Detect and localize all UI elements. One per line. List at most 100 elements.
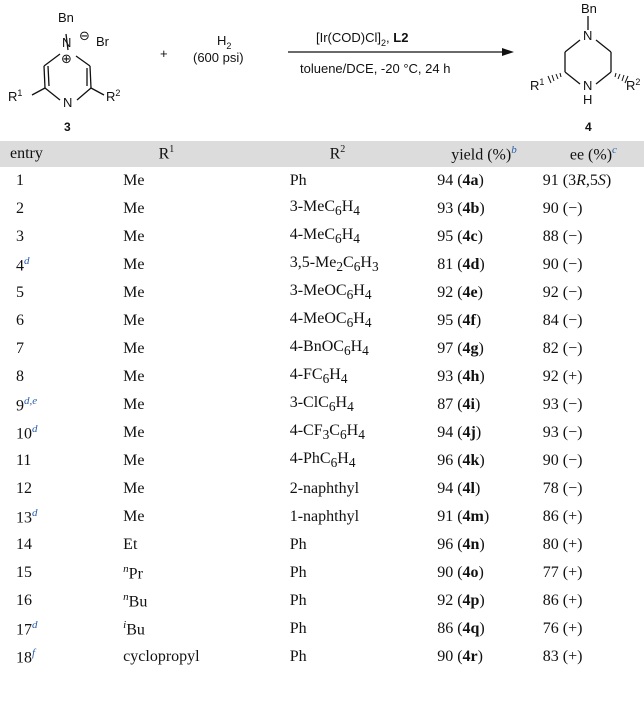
cell-r2: 4-BnOC6H4 xyxy=(289,338,369,359)
cell-entry: 3 xyxy=(16,228,24,245)
cell-yield: 95 (4f) xyxy=(437,312,482,329)
cell-entry: 1 xyxy=(16,172,24,189)
cell-r2: 3-MeC6H4 xyxy=(289,198,360,219)
cell-yield: 91 (4m) xyxy=(437,508,490,525)
pressure-label: (600 psi) xyxy=(193,50,244,65)
cell-yield: 92 (4e) xyxy=(437,284,483,301)
header-entry: entry xyxy=(10,145,43,162)
cell-ee: 80 (+) xyxy=(542,536,583,553)
cell-ee: 86 (+) xyxy=(542,592,583,609)
cell-ee: 92 (+) xyxy=(542,368,583,385)
product-label: 4 xyxy=(585,120,592,134)
cell-r1: Me xyxy=(123,368,145,385)
cell-r2: Ph xyxy=(289,564,307,581)
cell-entry: 6 xyxy=(16,312,24,329)
r1-substituent: R1 xyxy=(8,88,22,104)
cell-ee: 90 (−) xyxy=(542,256,583,273)
cell-r1: Me xyxy=(123,228,145,245)
cell-yield: 94 (4l) xyxy=(437,480,481,497)
cell-r2: Ph xyxy=(289,648,307,665)
bn-label: Bn xyxy=(58,10,74,25)
header-yield: yield (%)b xyxy=(451,143,517,164)
cell-r1: Et xyxy=(123,536,138,553)
cell-ee: 88 (−) xyxy=(542,228,583,245)
cell-entry: 10d xyxy=(16,422,38,443)
cell-yield: 90 (4r) xyxy=(437,648,483,665)
cell-ee: 76 (+) xyxy=(542,620,583,637)
header-ee: ee (%)c xyxy=(569,143,617,164)
cell-yield: 81 (4d) xyxy=(437,256,485,273)
cell-r1: Me xyxy=(123,284,145,301)
cell-yield: 93 (4b) xyxy=(437,200,485,217)
header-r1: R1 xyxy=(158,144,175,163)
cell-ee: 84 (−) xyxy=(542,312,583,329)
negative-charge-icon: ⊖ xyxy=(79,28,90,43)
cell-r2: 3-ClC6H4 xyxy=(289,394,354,415)
cell-r2: Ph xyxy=(289,172,307,189)
r2-substituent: R2 xyxy=(106,88,120,104)
cell-entry: 5 xyxy=(16,284,24,301)
cell-ee: 93 (−) xyxy=(542,396,583,413)
cell-entry: 14 xyxy=(16,536,32,553)
cell-ee: 91 (3R,5S) xyxy=(542,172,612,189)
cell-r1: Me xyxy=(123,312,145,329)
n-atom: N xyxy=(63,95,72,110)
cell-r1: Me xyxy=(123,200,145,217)
conditions-label: toluene/DCE, -20 °C, 24 h xyxy=(300,61,450,76)
hashed-bond-right-icon xyxy=(614,72,629,84)
cell-entry: 7 xyxy=(16,340,24,357)
cell-r2: 4-CF3C6H4 xyxy=(289,422,365,443)
cell-r2: 3,5-Me2C6H3 xyxy=(289,254,379,275)
cell-entry: 11 xyxy=(16,452,32,469)
cell-r1: Me xyxy=(123,480,145,497)
cell-ee: 90 (−) xyxy=(542,452,583,469)
pyrazinium-structure xyxy=(31,33,105,101)
cell-r1: Me xyxy=(123,452,145,469)
cell-yield: 92 (4p) xyxy=(437,592,485,609)
cell-r1: cyclopropyl xyxy=(123,648,200,665)
n-plus-atom: N xyxy=(62,35,71,50)
cell-r1: nPr xyxy=(123,562,143,583)
cell-yield: 96 (4n) xyxy=(437,536,485,553)
r2-substituent-product: R2 xyxy=(626,77,640,93)
table-header-row: entry R1 R2 yield (%)b ee (%)c xyxy=(0,141,644,167)
header-r2: R2 xyxy=(329,144,346,163)
substrate-label: 3 xyxy=(64,120,71,134)
cell-r2: 4-FC6H4 xyxy=(289,366,348,387)
cell-yield: 94 (4j) xyxy=(437,424,482,441)
cell-entry: 2 xyxy=(16,200,24,217)
hydrogen-reagent: H2 xyxy=(217,33,231,51)
piperazine-structure xyxy=(564,16,612,85)
cell-ee: 82 (−) xyxy=(542,340,583,357)
cell-ee: 83 (+) xyxy=(542,648,583,665)
cell-yield: 90 (4o) xyxy=(437,564,484,581)
cell-entry: 15 xyxy=(16,564,32,581)
cell-r1: Me xyxy=(123,424,145,441)
table-row: 2 Me 3-MeC6H4 93 (4b) 90 (−) xyxy=(0,195,644,223)
cell-entry: 17d xyxy=(16,618,38,639)
cell-entry: 12 xyxy=(16,480,32,497)
cell-entry: 13d xyxy=(16,506,38,527)
cell-r2: Ph xyxy=(289,536,307,553)
catalyst-label: [Ir(COD)Cl]2, L2 xyxy=(316,30,408,48)
positive-charge-icon: ⊕ xyxy=(61,51,72,66)
cell-ee: 90 (−) xyxy=(542,200,583,217)
cell-r1: iBu xyxy=(123,618,145,639)
cell-yield: 86 (4q) xyxy=(437,620,485,637)
cell-entry: 18f xyxy=(16,646,36,667)
cell-r1: Me xyxy=(123,172,145,189)
reaction-scheme: Bn N ⊕ ⊖ Br N R1 R2 3 + H2 (600 psi) [Ir… xyxy=(8,1,640,134)
